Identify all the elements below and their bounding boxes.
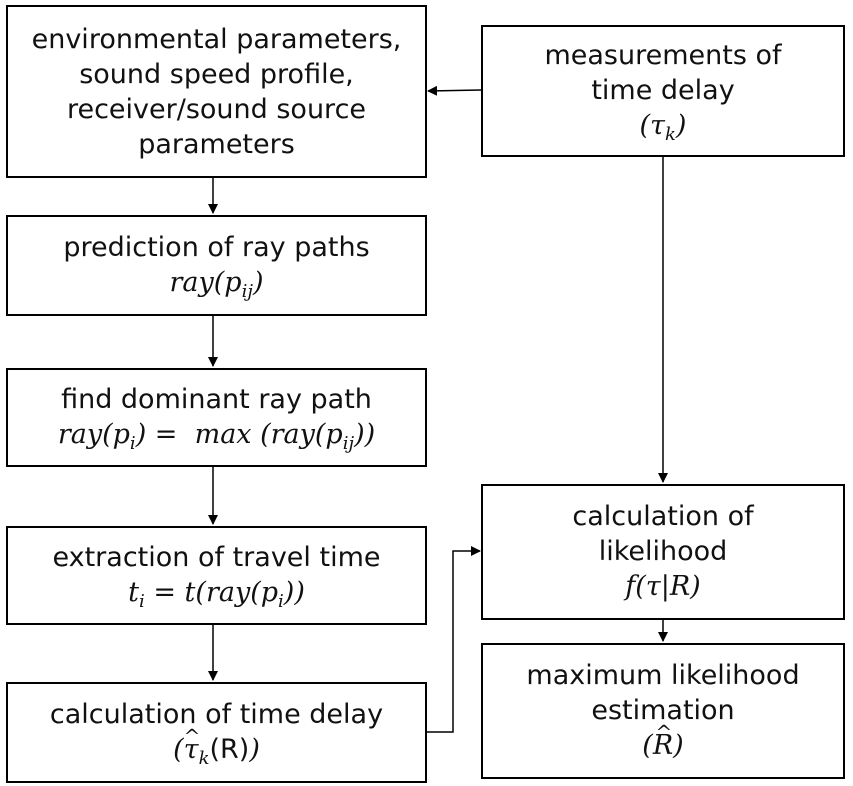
env-line-2: sound speed profile, bbox=[79, 58, 354, 90]
measurements-formula: (τk) bbox=[639, 110, 687, 145]
env-parameters-box: environmental parameters, sound speed pr… bbox=[6, 5, 427, 178]
likelihood-formula: f(τ|R) bbox=[625, 571, 701, 602]
timedelay-formula: (τk(R)) bbox=[173, 732, 260, 768]
dominant-box: find dominant ray path ray(pi) = max (ra… bbox=[6, 368, 427, 467]
mle-formula: (R) bbox=[642, 728, 683, 764]
timedelay-box: calculation of time delay (τk(R)) bbox=[6, 682, 427, 783]
extraction-formula: ti = t(ray(pi)) bbox=[128, 577, 305, 612]
env-line-1: environmental parameters, bbox=[31, 23, 402, 55]
likelihood-box: calculation of likelihood f(τ|R) bbox=[481, 484, 845, 620]
dominant-formula: ray(pi) = max (ray(pij)) bbox=[57, 419, 376, 454]
measurements-box: measurements of time delay (τk) bbox=[481, 25, 845, 157]
extraction-box: extraction of travel time ti = t(ray(pi)… bbox=[6, 526, 427, 625]
arrow-measurements-to-env bbox=[427, 85, 482, 96]
mle-box: maximum likelihood estimation (R) bbox=[481, 643, 845, 779]
extraction-title: extraction of travel time bbox=[52, 542, 381, 573]
env-line-4: parameters bbox=[138, 128, 295, 160]
timedelay-title: calculation of time delay bbox=[49, 699, 384, 730]
prediction-formula: ray(pij) bbox=[169, 267, 264, 302]
prediction-box: prediction of ray paths ray(pij) bbox=[6, 215, 427, 316]
mle-line-1: maximum likelihood bbox=[526, 660, 800, 691]
arrow-timedelay-to-likelihood bbox=[427, 546, 481, 733]
likelihood-line-1: calculation of bbox=[572, 501, 754, 532]
env-line-3: receiver/sound source bbox=[66, 93, 367, 125]
measurements-line-1: measurements of bbox=[544, 40, 782, 71]
measurements-line-2: time delay bbox=[591, 75, 735, 106]
dominant-title: find dominant ray path bbox=[61, 384, 372, 415]
prediction-title: prediction of ray paths bbox=[63, 232, 370, 263]
likelihood-line-2: likelihood bbox=[598, 536, 728, 567]
